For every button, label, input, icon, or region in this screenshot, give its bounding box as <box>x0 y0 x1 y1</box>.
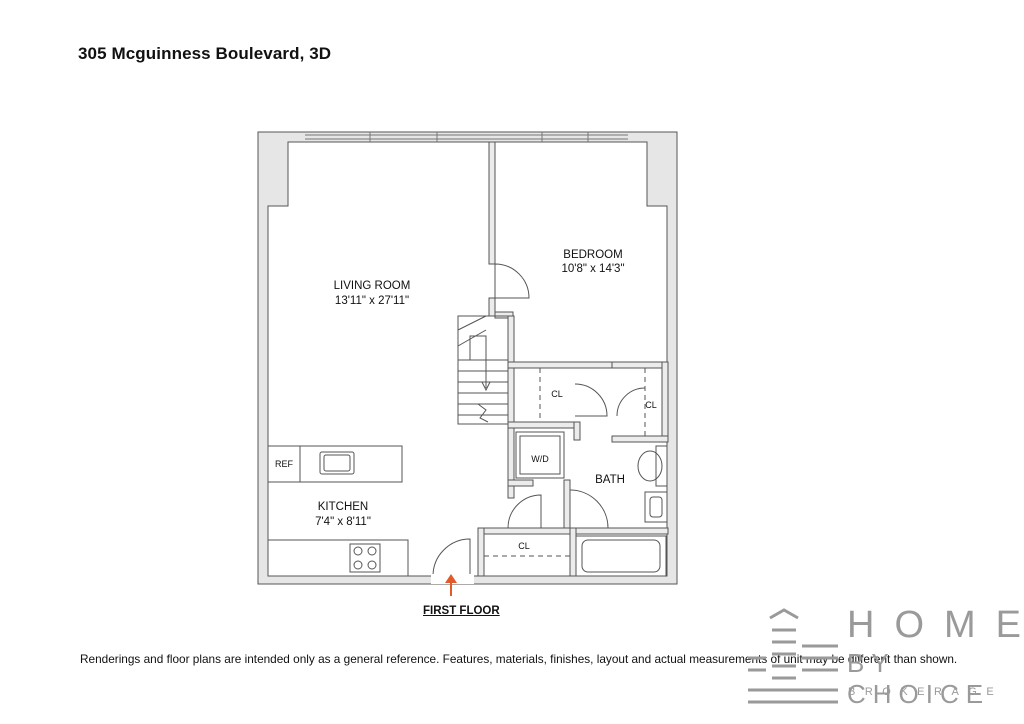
logo-line-by-choice: BY CHOICE <box>847 648 991 709</box>
kitchen-name: KITCHEN <box>318 501 368 513</box>
living-room-name: LIVING ROOM <box>334 280 411 292</box>
floor-label: FIRST FLOOR <box>423 605 500 617</box>
entry-arrow-icon <box>445 574 457 596</box>
door-swings <box>432 263 646 577</box>
windows <box>305 132 628 142</box>
exterior-walls <box>257 131 678 585</box>
closet-label-entry: CL <box>518 541 530 551</box>
building-icon <box>748 608 838 704</box>
logo-line-brokerage: BROKERAGE <box>848 686 1004 698</box>
logo-line-home: HOME <box>847 604 1024 646</box>
page-title: 305 Mcguinness Boulevard, 3D <box>78 44 332 63</box>
disclaimer-text: Renderings and floor plans are intended … <box>80 652 958 666</box>
closet-label-hall: CL <box>551 389 563 399</box>
bedroom-size: 10'8" x 14'3" <box>561 263 624 275</box>
closet-rails <box>484 368 646 557</box>
interior-walls <box>477 141 669 577</box>
brokerage-logo: HOME BY CHOICE BROKERAGE <box>742 604 1021 716</box>
bedroom-name: BEDROOM <box>563 249 622 261</box>
refrigerator-label: REF <box>275 459 294 469</box>
washer-dryer <box>515 431 565 479</box>
stairs <box>457 315 509 425</box>
closet-label-bedroom: CL <box>645 400 657 410</box>
bath-fixtures <box>575 445 668 577</box>
kitchen-size: 7'4" x 8'11" <box>315 516 371 528</box>
bath-name: BATH <box>595 474 625 486</box>
washer-dryer-label: W/D <box>531 454 549 464</box>
kitchen-counters <box>267 445 409 577</box>
living-room-size: 13'11" x 27'11" <box>335 295 409 307</box>
